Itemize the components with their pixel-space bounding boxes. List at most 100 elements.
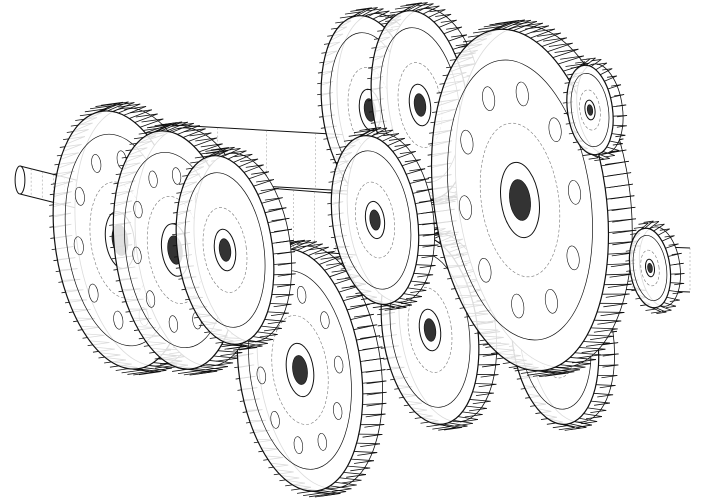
gear-tooth — [530, 28, 556, 39]
gear-tooth — [665, 243, 679, 249]
gear-tooth — [462, 411, 483, 415]
gear-tooth — [357, 452, 378, 456]
gear-tooth — [273, 284, 295, 286]
lightening-hole — [168, 315, 179, 333]
gear-tooth — [609, 273, 634, 278]
gear-tooth — [243, 342, 263, 347]
gear-tooth — [564, 427, 581, 431]
gear-tooth — [591, 59, 602, 62]
gear-tooth — [411, 2, 428, 6]
gear-tooth — [261, 197, 283, 204]
gear-tooth — [659, 228, 670, 231]
gear-tooth — [674, 273, 685, 276]
gear-tooth — [552, 48, 579, 58]
gear-tooth — [344, 11, 361, 15]
gear-tooth — [648, 221, 660, 230]
gear-tooth — [457, 416, 478, 420]
gear-tooth — [341, 479, 362, 484]
lightening-hole — [459, 195, 472, 220]
gear-tooth — [656, 311, 667, 314]
lightening-hole — [148, 170, 158, 188]
gear-tooth — [597, 374, 618, 376]
gear-tooth — [366, 380, 387, 385]
gear-tooth — [118, 103, 141, 108]
gear-tooth — [376, 129, 394, 139]
gear-tooth — [354, 460, 374, 464]
gear-tooth — [177, 370, 200, 375]
gear-tooth — [590, 59, 602, 67]
gear-tooth — [604, 75, 618, 82]
gear-tooth — [343, 471, 367, 475]
gear-tooth — [438, 19, 457, 28]
gear-tooth — [602, 68, 613, 71]
gear-tooth — [308, 493, 329, 498]
gear-tooth — [611, 133, 626, 136]
gear-tooth — [566, 363, 591, 368]
gear-tooth — [574, 421, 592, 426]
gear-tooth — [448, 34, 468, 42]
gear-tooth — [671, 252, 682, 256]
gear-tooth — [612, 124, 627, 127]
gear-tooth — [238, 343, 257, 348]
gear-tooth — [215, 357, 238, 362]
gear-tooth — [446, 26, 463, 30]
gear-tooth — [541, 37, 568, 47]
gear-tooth — [134, 113, 158, 123]
lightening-hole — [91, 154, 102, 173]
gear-tooth — [252, 336, 273, 340]
gear-tooth — [194, 367, 218, 372]
gear-tooth — [356, 442, 381, 445]
gear-tooth — [290, 239, 311, 244]
gear-tooth — [257, 187, 279, 195]
gear-tooth — [611, 206, 636, 211]
gear-tooth — [612, 143, 623, 146]
gear-tooth — [362, 434, 383, 438]
gear-tooth — [409, 168, 426, 172]
gear-tooth — [276, 284, 295, 288]
gear-tooth — [597, 311, 625, 313]
gear-tooth — [353, 130, 370, 134]
gear-tooth — [124, 106, 147, 110]
gear-tooth — [654, 223, 665, 226]
gear-tooth — [373, 10, 390, 14]
gear-tooth — [579, 347, 606, 350]
gear-tooth — [209, 360, 234, 364]
gear-tooth — [302, 243, 323, 253]
gear-tooth — [257, 331, 278, 335]
gear-tooth — [261, 325, 282, 329]
gear-tooth — [139, 118, 164, 128]
gear-tooth — [360, 335, 381, 339]
gear-tooth — [657, 228, 670, 236]
gear-tooth — [600, 68, 613, 76]
gear-tooth — [112, 102, 135, 106]
gear-tooth — [513, 20, 537, 26]
gear-tooth — [251, 171, 270, 175]
gear-tooth — [472, 391, 494, 394]
gear-tooth — [166, 121, 188, 126]
gear-tooth — [199, 366, 223, 370]
gear-tooth — [475, 383, 497, 385]
gear-tooth — [121, 369, 144, 374]
gear-tooth — [339, 477, 362, 481]
gear-tooth — [253, 179, 275, 187]
gear-tooth — [531, 28, 556, 33]
lightening-hole — [256, 366, 267, 385]
lightening-hole — [566, 245, 580, 271]
gear-tooth — [663, 302, 677, 307]
lightening-hole — [171, 167, 182, 185]
gear-tooth — [138, 371, 161, 376]
gear-tooth — [177, 125, 200, 129]
gear-tooth — [585, 342, 610, 347]
gear-tooth — [112, 102, 135, 112]
gear-tooth — [587, 407, 607, 411]
gear-tooth — [249, 343, 268, 347]
gear-tooth — [183, 128, 206, 133]
gear-tooth — [565, 361, 591, 365]
gear-tooth — [454, 423, 473, 427]
gear-tooth — [581, 58, 591, 67]
gear-tooth — [606, 146, 620, 151]
gear-tooth — [200, 143, 223, 148]
gear-tooth — [569, 423, 587, 428]
gear-tooth — [372, 10, 390, 20]
gear-tooth — [648, 221, 660, 224]
